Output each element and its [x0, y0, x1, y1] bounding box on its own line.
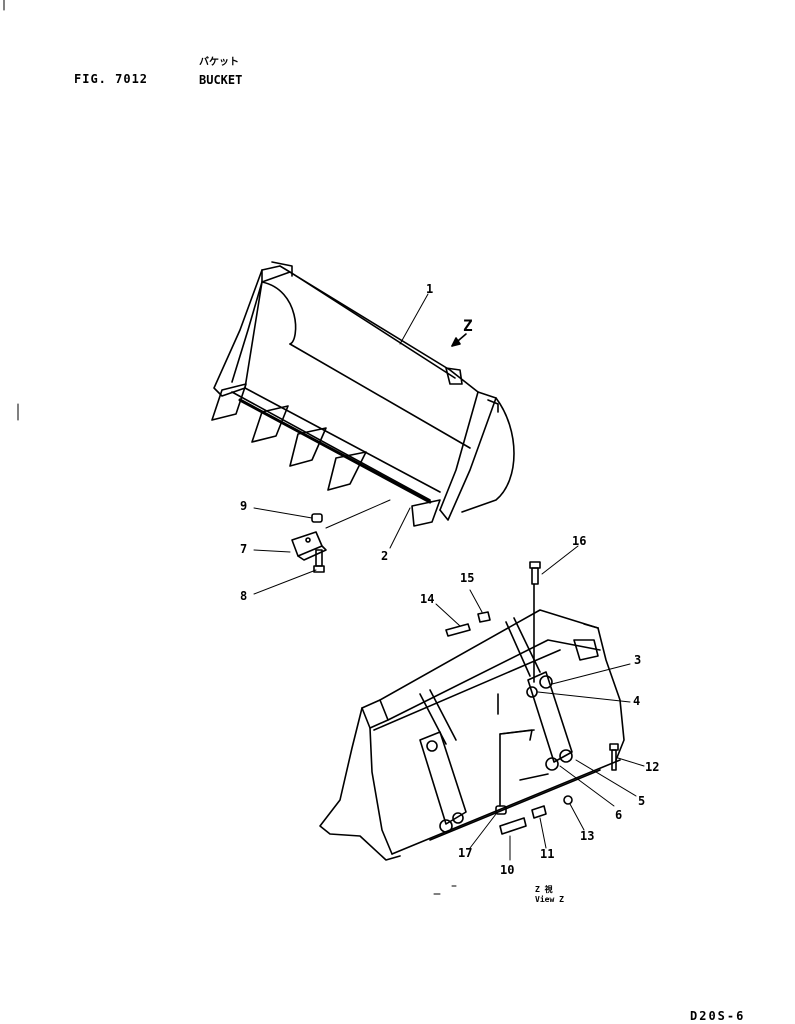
title-japanese: バケット	[199, 57, 239, 68]
bucket-lower-view	[319, 609, 625, 861]
callout-17: 17	[458, 846, 472, 860]
callout-16: 16	[572, 534, 586, 548]
callout-8: 8	[240, 589, 247, 603]
figure-number: FIG. 7012	[74, 72, 149, 86]
bolt-part-8	[313, 549, 325, 573]
callout-11: 11	[540, 847, 554, 861]
callout-4: 4	[633, 694, 640, 708]
callout-12: 12	[645, 760, 659, 774]
view-z-caption-en: View Z	[535, 894, 564, 904]
callout-14: 14	[420, 592, 434, 606]
callout-2: 2	[381, 549, 388, 563]
callout-13: 13	[580, 829, 594, 843]
bolt-part-11	[531, 805, 547, 819]
view-z-letter: Z	[463, 316, 473, 335]
title-english: BUCKET	[199, 73, 243, 87]
page-code: D20S-6	[690, 1009, 746, 1023]
tooth-adapter-part	[291, 531, 327, 561]
bolt-part-16	[529, 561, 541, 683]
callout-15: 15	[460, 571, 474, 585]
callout-3: 3	[634, 653, 641, 667]
nut-part-13	[563, 795, 573, 805]
callout-7: 7	[240, 542, 247, 556]
callout-labels: 1 2 3 4 5 6 7 8 9 10 11 12 13 14 15 16 1…	[240, 282, 659, 877]
callout-9: 9	[240, 499, 247, 513]
callout-1: 1	[426, 282, 433, 296]
pin-part-10	[499, 817, 527, 835]
nut-part	[311, 513, 323, 523]
nut-part-17	[495, 729, 535, 815]
bolt-part-12	[609, 743, 619, 771]
leader-lines	[253, 293, 645, 861]
bucket-upper-view	[211, 261, 515, 527]
callout-10: 10	[500, 863, 514, 877]
callout-6: 6	[615, 808, 622, 822]
view-z-arrow	[451, 333, 467, 347]
view-z-caption-jp: Z 視	[535, 884, 553, 894]
callout-5: 5	[638, 794, 645, 808]
bolt-part-15	[477, 611, 491, 623]
pin-part-14	[445, 623, 471, 637]
washer-part-5	[519, 773, 549, 781]
